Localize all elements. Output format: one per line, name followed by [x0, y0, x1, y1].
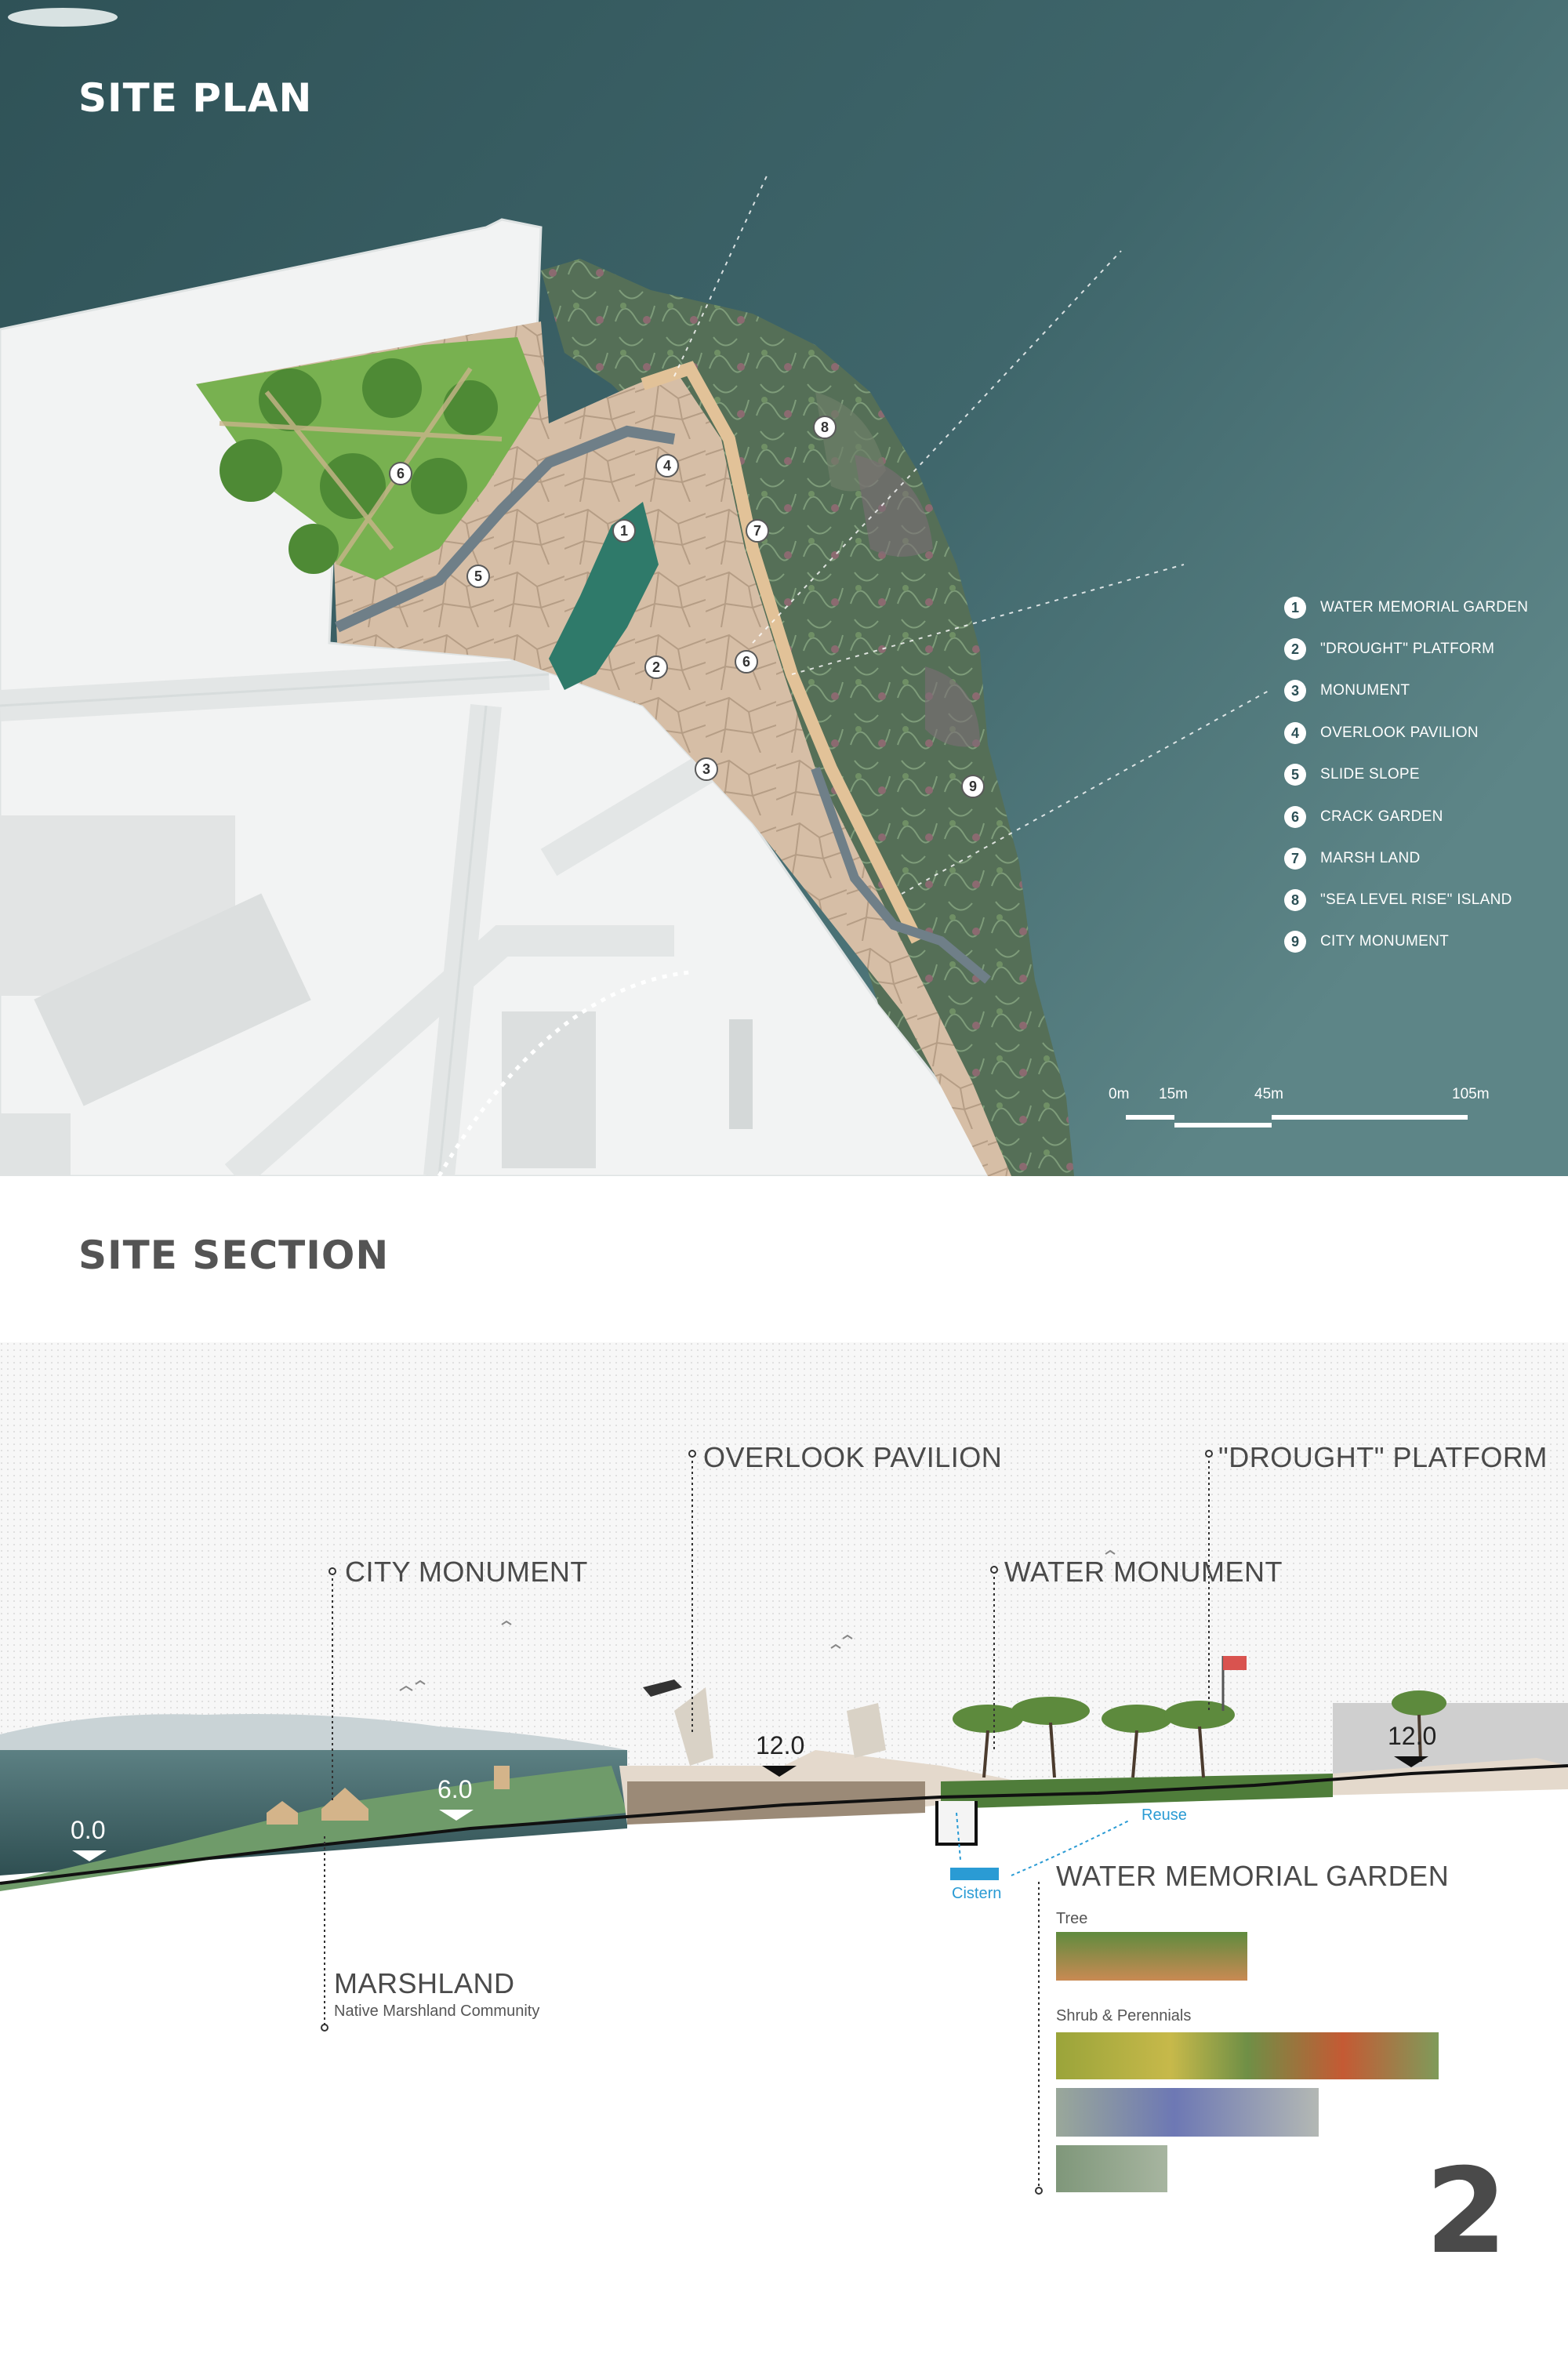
- legend-number: 4: [1284, 722, 1306, 744]
- legend-number: 1: [1284, 597, 1306, 619]
- legend-label: CITY MONUMENT: [1320, 933, 1449, 950]
- elevation-12-pavilion: 12.0: [756, 1731, 805, 1759]
- legend-item: 3 MONUMENT: [1284, 677, 1410, 705]
- legend-number: 5: [1284, 764, 1306, 786]
- site-plan-panel: SITE PLAN 1 2 3 4 5 6 6 7 8 9 1 WATER ME…: [0, 0, 1568, 1176]
- legend-label: CRACK GARDEN: [1320, 808, 1443, 825]
- label-overlook-pavilion: OVERLOOK PAVILION: [703, 1441, 1003, 1473]
- scale-label-15: 15m: [1159, 1086, 1188, 1102]
- legend-item: 1 WATER MEMORIAL GARDEN: [1284, 594, 1528, 622]
- site-section-drawing: [0, 1342, 1568, 2195]
- scale-label-105: 105m: [1452, 1086, 1490, 1102]
- site-plan-drawing: [0, 0, 1568, 1176]
- shrub-swatch-1: [1056, 2032, 1439, 2079]
- plan-marker-2: 2: [644, 655, 668, 679]
- legend-number: 3: [1284, 680, 1306, 702]
- legend-label: WATER MEMORIAL GARDEN: [1320, 599, 1529, 615]
- plan-marker-7: 7: [746, 519, 769, 543]
- label-cistern: Cistern: [952, 1885, 1002, 1902]
- legend-item: 4 OVERLOOK PAVILION: [1284, 719, 1479, 747]
- label-water-monument: WATER MONUMENT: [1004, 1556, 1283, 1588]
- page-number: 2: [1425, 2144, 1508, 2280]
- legend-item: 8 "SEA LEVEL RISE" ISLAND: [1284, 886, 1512, 914]
- site-plan-title: SITE PLAN: [78, 75, 313, 121]
- legend-item: 2 "DROUGHT" PLATFORM: [1284, 635, 1494, 663]
- site-section-panel: OVERLOOK PAVILION "DROUGHT" PLATFORM CIT…: [0, 1342, 1568, 2353]
- legend-item: 9 CITY MONUMENT: [1284, 928, 1449, 956]
- shrub-swatch-2: [1056, 2088, 1319, 2137]
- legend-label: MARSH LAND: [1320, 850, 1421, 866]
- legend-label: SLIDE SLOPE: [1320, 766, 1420, 783]
- plan-marker-3: 3: [695, 757, 718, 781]
- legend-label: OVERLOOK PAVILION: [1320, 724, 1479, 741]
- tree-swatch: [1056, 1932, 1247, 1981]
- site-section-title: SITE SECTION: [78, 1233, 390, 1278]
- legend-item: 5 SLIDE SLOPE: [1284, 761, 1420, 789]
- label-tree: Tree: [1056, 1910, 1088, 1927]
- legend-number: 8: [1284, 889, 1306, 911]
- plan-marker-4: 4: [655, 454, 679, 477]
- plan-marker-6b: 6: [735, 650, 758, 674]
- legend-number: 6: [1284, 806, 1306, 828]
- legend-number: 9: [1284, 931, 1306, 953]
- plan-marker-9: 9: [961, 775, 985, 798]
- label-reuse: Reuse: [1142, 1807, 1187, 1824]
- label-marshland: MARSHLAND: [334, 1967, 515, 1999]
- legend-label: "SEA LEVEL RISE" ISLAND: [1320, 891, 1512, 908]
- plan-marker-6a: 6: [389, 462, 412, 485]
- plan-marker-8: 8: [813, 416, 837, 439]
- elevation-12-platform: 12.0: [1388, 1722, 1437, 1750]
- plan-marker-1: 1: [612, 519, 636, 543]
- legend-label: MONUMENT: [1320, 682, 1410, 699]
- label-water-memorial-garden: WATER MEMORIAL GARDEN: [1056, 1860, 1450, 1892]
- elevation-0: 0.0: [71, 1816, 106, 1844]
- legend-number: 7: [1284, 848, 1306, 870]
- legend-item: 6 CRACK GARDEN: [1284, 803, 1443, 831]
- label-city-monument: CITY MONUMENT: [345, 1556, 588, 1588]
- legend-item: 7 MARSH LAND: [1284, 844, 1421, 873]
- legend-number: 2: [1284, 638, 1306, 660]
- label-drought-platform: "DROUGHT" PLATFORM: [1218, 1441, 1548, 1473]
- label-marshland-sub: Native Marshland Community: [334, 2003, 540, 2020]
- scale-label-45: 45m: [1254, 1086, 1283, 1102]
- scale-label-0: 0m: [1109, 1086, 1130, 1102]
- elevation-6: 6.0: [437, 1775, 473, 1803]
- label-shrub: Shrub & Perennials: [1056, 2007, 1192, 2024]
- plan-marker-5: 5: [466, 565, 490, 588]
- legend-label: "DROUGHT" PLATFORM: [1320, 641, 1495, 657]
- shrub-swatch-3: [1056, 2145, 1167, 2192]
